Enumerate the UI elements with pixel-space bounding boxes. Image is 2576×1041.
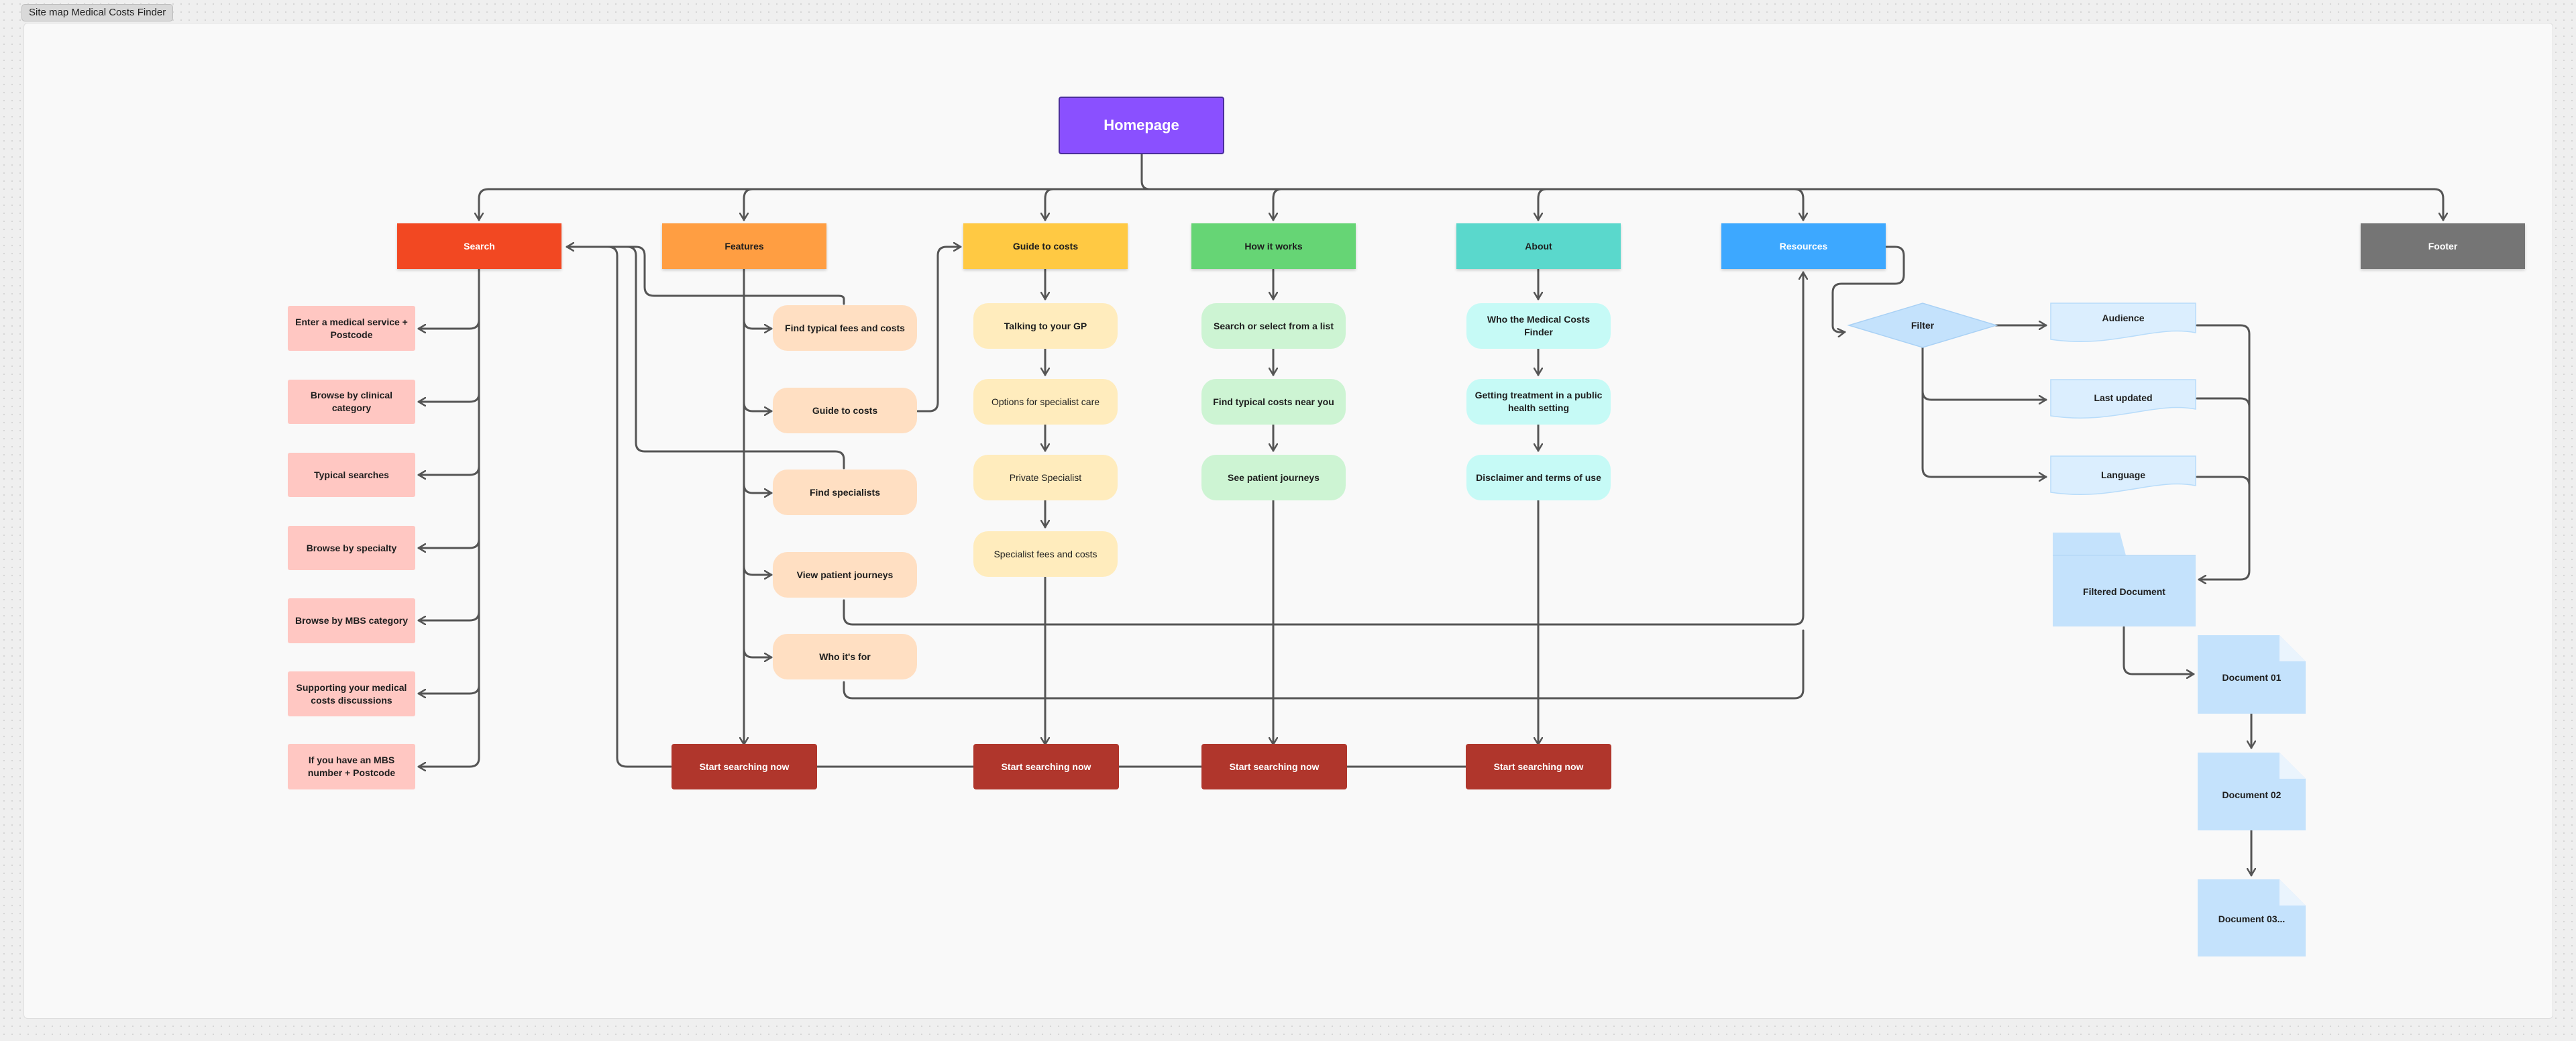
arrow-to-about: [1538, 188, 1548, 221]
search-trunk: [468, 268, 480, 768]
link-lastupdated-merge: [2196, 397, 2251, 408]
arrow-to-search: [479, 188, 490, 221]
link-start-to-search: [606, 245, 672, 768]
arrow-search-3: [417, 465, 480, 475]
features-item[interactable]: Find typical fees and costs: [773, 305, 917, 351]
features-item[interactable]: Who it's for: [773, 634, 917, 679]
arrow-features-3: [743, 483, 773, 493]
arrow-search-6: [417, 684, 480, 694]
arrow-to-how: [1273, 188, 1283, 221]
category-footer[interactable]: Footer: [2361, 223, 2525, 269]
guide-item[interactable]: Talking to your GP: [973, 303, 1118, 349]
link-findfees-to-search: [566, 247, 845, 305]
search-item[interactable]: Browse by specialty: [288, 526, 415, 570]
document-03-shape[interactable]: [2198, 879, 2306, 956]
filter-label: Filter: [1911, 319, 1935, 331]
about-item[interactable]: Who the Medical Costs Finder: [1466, 303, 1611, 349]
document-label: Document 03...: [2218, 913, 2286, 924]
search-item[interactable]: Browse by MBS category: [288, 598, 415, 643]
criteria-label: Language: [2100, 469, 2146, 480]
guide-item[interactable]: Private Specialist: [973, 455, 1118, 500]
arrow-features-4: [743, 565, 773, 575]
arrow-filtered-to-doc1: [2123, 626, 2195, 674]
start-searching-button[interactable]: Start searching now: [672, 744, 817, 789]
link-resources-to-filter: [1831, 245, 1905, 332]
category-search[interactable]: Search: [397, 223, 561, 269]
document-02-shape[interactable]: [2198, 753, 2306, 830]
start-searching-button[interactable]: Start searching now: [973, 744, 1119, 789]
link-guidetocosts-to-guide: [916, 247, 962, 413]
guide-item[interactable]: Options for specialist care: [973, 379, 1118, 425]
search-item[interactable]: Supporting your medical costs discussion…: [288, 671, 415, 716]
arrow-filter-lastupdated: [1921, 390, 2047, 400]
homepage-trunk: [1140, 153, 1151, 190]
search-item[interactable]: Enter a medical service + Postcode: [288, 306, 415, 351]
criteria-merge: [2196, 324, 2251, 580]
features-item[interactable]: Guide to costs: [773, 388, 917, 433]
audience-shape[interactable]: [2050, 303, 2196, 342]
arrow-to-features: [744, 188, 754, 221]
category-how-it-works[interactable]: How it works: [1191, 223, 1356, 269]
filtered-document-label: Filtered Document: [2083, 586, 2165, 597]
arrow-search-5: [417, 610, 480, 620]
criteria-label: Last updated: [2094, 392, 2153, 403]
criteria-label: Audience: [2102, 312, 2145, 323]
document-label: Document 02: [2222, 789, 2282, 800]
link-findspecialists-to-search: [626, 245, 845, 470]
filtered-document-shape[interactable]: [2053, 533, 2196, 626]
arrow-search-4: [417, 538, 480, 548]
homepage-node[interactable]: Homepage: [1059, 97, 1224, 154]
how-item[interactable]: See patient journeys: [1201, 455, 1346, 500]
category-about[interactable]: About: [1456, 223, 1621, 269]
arrow-features-1: [743, 319, 773, 329]
category-features[interactable]: Features: [662, 223, 826, 269]
arrow-search-2: [417, 392, 480, 402]
arrow-to-footer: [2433, 188, 2443, 221]
frame-label[interactable]: Site map Medical Costs Finder: [21, 4, 174, 21]
arrow-features-2: [743, 401, 773, 411]
search-item[interactable]: If you have an MBS number + Postcode: [288, 744, 415, 789]
features-item[interactable]: View patient journeys: [773, 552, 917, 598]
search-item[interactable]: Browse by clinical category: [288, 380, 415, 424]
guide-item[interactable]: Specialist fees and costs: [973, 531, 1118, 577]
about-item[interactable]: Getting treatment in a public health set…: [1466, 379, 1611, 425]
arrow-to-guide: [1045, 188, 1055, 221]
category-guide-to-costs[interactable]: Guide to costs: [963, 223, 1128, 269]
filter-shape[interactable]: [1847, 303, 1998, 348]
start-searching-button[interactable]: Start searching now: [1466, 744, 1611, 789]
filter-trunk: [1921, 341, 2047, 477]
arrow-features-5: [743, 647, 773, 657]
language-shape[interactable]: [2050, 455, 2196, 495]
start-searching-button[interactable]: Start searching now: [1201, 744, 1347, 789]
document-01-shape[interactable]: [2198, 635, 2306, 714]
link-whoitsfor-to-resources: [843, 629, 1805, 700]
arrow-search-1: [417, 319, 480, 329]
how-item[interactable]: Find typical costs near you: [1201, 379, 1346, 425]
document-label: Document 01: [2222, 671, 2282, 683]
category-resources[interactable]: Resources: [1721, 223, 1886, 269]
link-language-merge: [2196, 476, 2251, 487]
how-item[interactable]: Search or select from a list: [1201, 303, 1346, 349]
lastupdated-shape[interactable]: [2050, 379, 2196, 419]
features-item[interactable]: Find specialists: [773, 470, 917, 515]
search-item[interactable]: Typical searches: [288, 453, 415, 497]
about-item[interactable]: Disclaimer and terms of use: [1466, 455, 1611, 500]
link-journeys-to-resources: [843, 271, 1803, 626]
arrow-to-resources: [1793, 188, 1803, 221]
